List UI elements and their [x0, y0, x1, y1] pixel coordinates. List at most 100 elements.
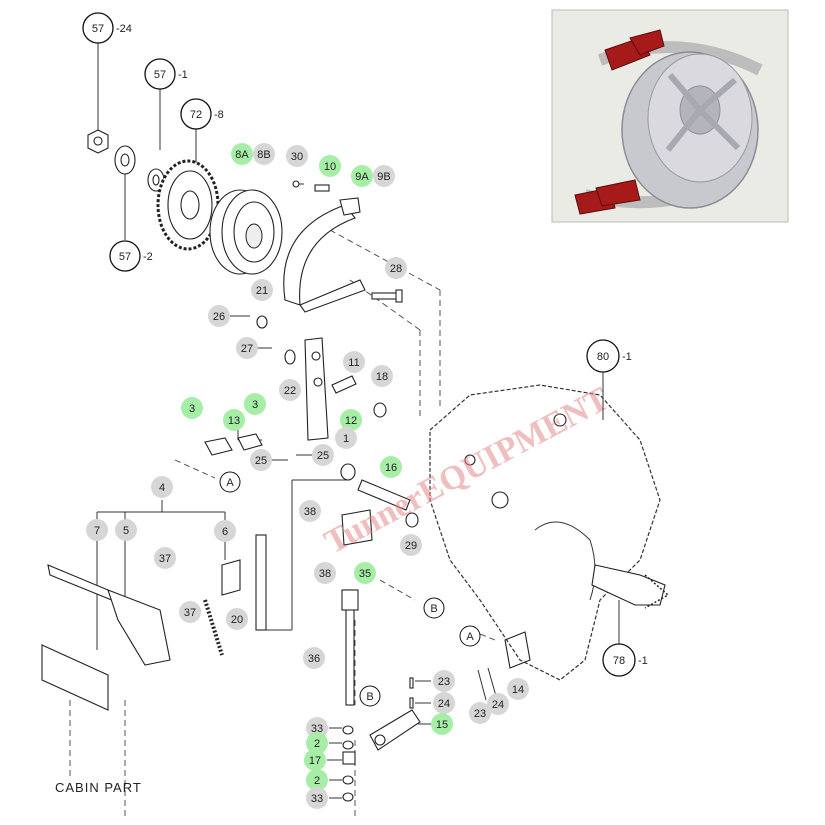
svg-text:22: 22: [284, 385, 296, 397]
callout-57-24[interactable]: 57 -24: [82, 12, 132, 44]
svg-text:38: 38: [319, 568, 331, 580]
svg-text:23: 23: [474, 708, 486, 720]
callout-57-1[interactable]: 57 -1: [144, 58, 188, 90]
badge-36[interactable]: 36: [303, 647, 325, 669]
svg-text:2: 2: [314, 775, 320, 787]
svg-text:25: 25: [317, 450, 329, 462]
badge-2-bottom[interactable]: 2: [306, 769, 328, 791]
svg-text:29: 29: [405, 540, 417, 552]
pin-10: [314, 184, 330, 192]
svg-text:17: 17: [309, 755, 321, 767]
ref-a-left[interactable]: A: [219, 471, 241, 493]
badge-14[interactable]: 14: [507, 678, 529, 700]
cabin-part-label: CABIN PART: [55, 780, 142, 795]
badge-10[interactable]: 10: [319, 155, 341, 177]
svg-text:78: 78: [613, 655, 625, 667]
rod-end-upper: [255, 534, 267, 631]
badge-18[interactable]: 18: [371, 365, 393, 387]
badge-35[interactable]: 35: [354, 562, 376, 584]
callout-72-8[interactable]: 72 -8: [180, 98, 224, 130]
washer-18: [373, 402, 387, 418]
badge-2-top[interactable]: 2: [306, 732, 328, 754]
svg-text:3: 3: [252, 399, 258, 411]
svg-text:25: 25: [255, 455, 267, 467]
svg-text:A: A: [466, 631, 474, 643]
badge-26[interactable]: 26: [208, 305, 230, 327]
callout-80-1[interactable]: 80 -1: [586, 339, 632, 373]
badge-3-left[interactable]: 3: [181, 397, 203, 419]
badge-33-bottom[interactable]: 33: [306, 787, 328, 809]
badge-8a[interactable]: 8A: [231, 143, 253, 165]
svg-text:33: 33: [311, 793, 323, 805]
badge-11[interactable]: 11: [343, 351, 365, 373]
badge-37-top[interactable]: 37: [154, 547, 176, 569]
badge-27[interactable]: 27: [236, 337, 258, 359]
callout-57-2[interactable]: 57 -2: [109, 240, 153, 272]
badge-25-left[interactable]: 25: [250, 449, 272, 471]
badge-8b[interactable]: 8B: [253, 143, 275, 165]
svg-text:4: 4: [159, 482, 165, 494]
rod-36: [341, 589, 359, 706]
svg-text:57: 57: [92, 23, 104, 35]
callout-78-1[interactable]: 78 -1: [602, 643, 648, 677]
svg-text:10: 10: [324, 161, 336, 173]
clevis-13: [204, 433, 263, 456]
badge-4[interactable]: 4: [151, 476, 173, 498]
svg-text:30: 30: [291, 151, 303, 163]
badge-29[interactable]: 29: [400, 534, 422, 556]
badge-9b[interactable]: 9B: [373, 165, 395, 187]
ref-a-bottom[interactable]: A: [459, 625, 481, 647]
watermark-text: TunnerEQUIPMENT: [319, 380, 616, 561]
badge-9a[interactable]: 9A: [351, 165, 373, 187]
badge-16[interactable]: 16: [380, 456, 402, 478]
bolt-28: [371, 289, 403, 303]
badge-30[interactable]: 30: [286, 145, 308, 167]
badge-37-bottom[interactable]: 37: [179, 601, 201, 623]
svg-text:12: 12: [345, 415, 357, 427]
washer-29: [405, 512, 419, 528]
badge-3-right[interactable]: 3: [244, 393, 266, 415]
badge-20[interactable]: 20: [226, 608, 248, 630]
svg-text:26: 26: [213, 311, 225, 323]
svg-text:36: 36: [308, 653, 320, 665]
svg-text:A: A: [226, 477, 234, 489]
badge-17[interactable]: 17: [304, 749, 326, 771]
badge-22[interactable]: 22: [279, 379, 301, 401]
badge-7[interactable]: 7: [86, 519, 108, 541]
badge-23-top[interactable]: 23: [433, 670, 455, 692]
badge-25-right[interactable]: 25: [312, 444, 334, 466]
badge-1[interactable]: 1: [335, 427, 357, 449]
badge-23-bottom[interactable]: 23: [469, 702, 491, 724]
badge-12[interactable]: 12: [340, 409, 362, 431]
spring-20: [203, 599, 224, 656]
transmission-housing-80: [429, 384, 661, 681]
badge-13[interactable]: 13: [223, 409, 245, 431]
lever-arm: [304, 337, 329, 441]
bolt-30: [292, 180, 304, 188]
badge-5[interactable]: 5: [115, 519, 137, 541]
svg-text:28: 28: [390, 263, 402, 275]
bracket-35: [341, 509, 373, 546]
badge-21[interactable]: 21: [251, 279, 273, 301]
svg-text:B: B: [366, 691, 373, 703]
badge-6[interactable]: 6: [214, 520, 236, 542]
brake-drum-render-inset: [551, 9, 789, 223]
badge-24-top[interactable]: 24: [433, 692, 455, 714]
badge-24-bottom[interactable]: 24: [487, 693, 509, 715]
ref-b-bottom[interactable]: B: [359, 685, 381, 707]
svg-text:-1: -1: [622, 351, 632, 363]
badge-15[interactable]: 15: [431, 713, 453, 735]
svg-text:11: 11: [348, 357, 359, 369]
svg-text:B: B: [430, 603, 437, 615]
badge-38-bottom[interactable]: 38: [314, 562, 336, 584]
nut-57-24: [87, 129, 109, 154]
badge-38-top[interactable]: 38: [299, 500, 321, 522]
svg-text:33: 33: [311, 723, 323, 735]
clevis-14: [504, 631, 531, 669]
svg-text:37: 37: [159, 553, 171, 565]
ref-b-right[interactable]: B: [423, 597, 445, 619]
washer-22: [284, 349, 296, 365]
svg-text:24: 24: [492, 699, 504, 711]
brake-drum-8: [209, 189, 283, 275]
badge-28[interactable]: 28: [385, 257, 407, 279]
